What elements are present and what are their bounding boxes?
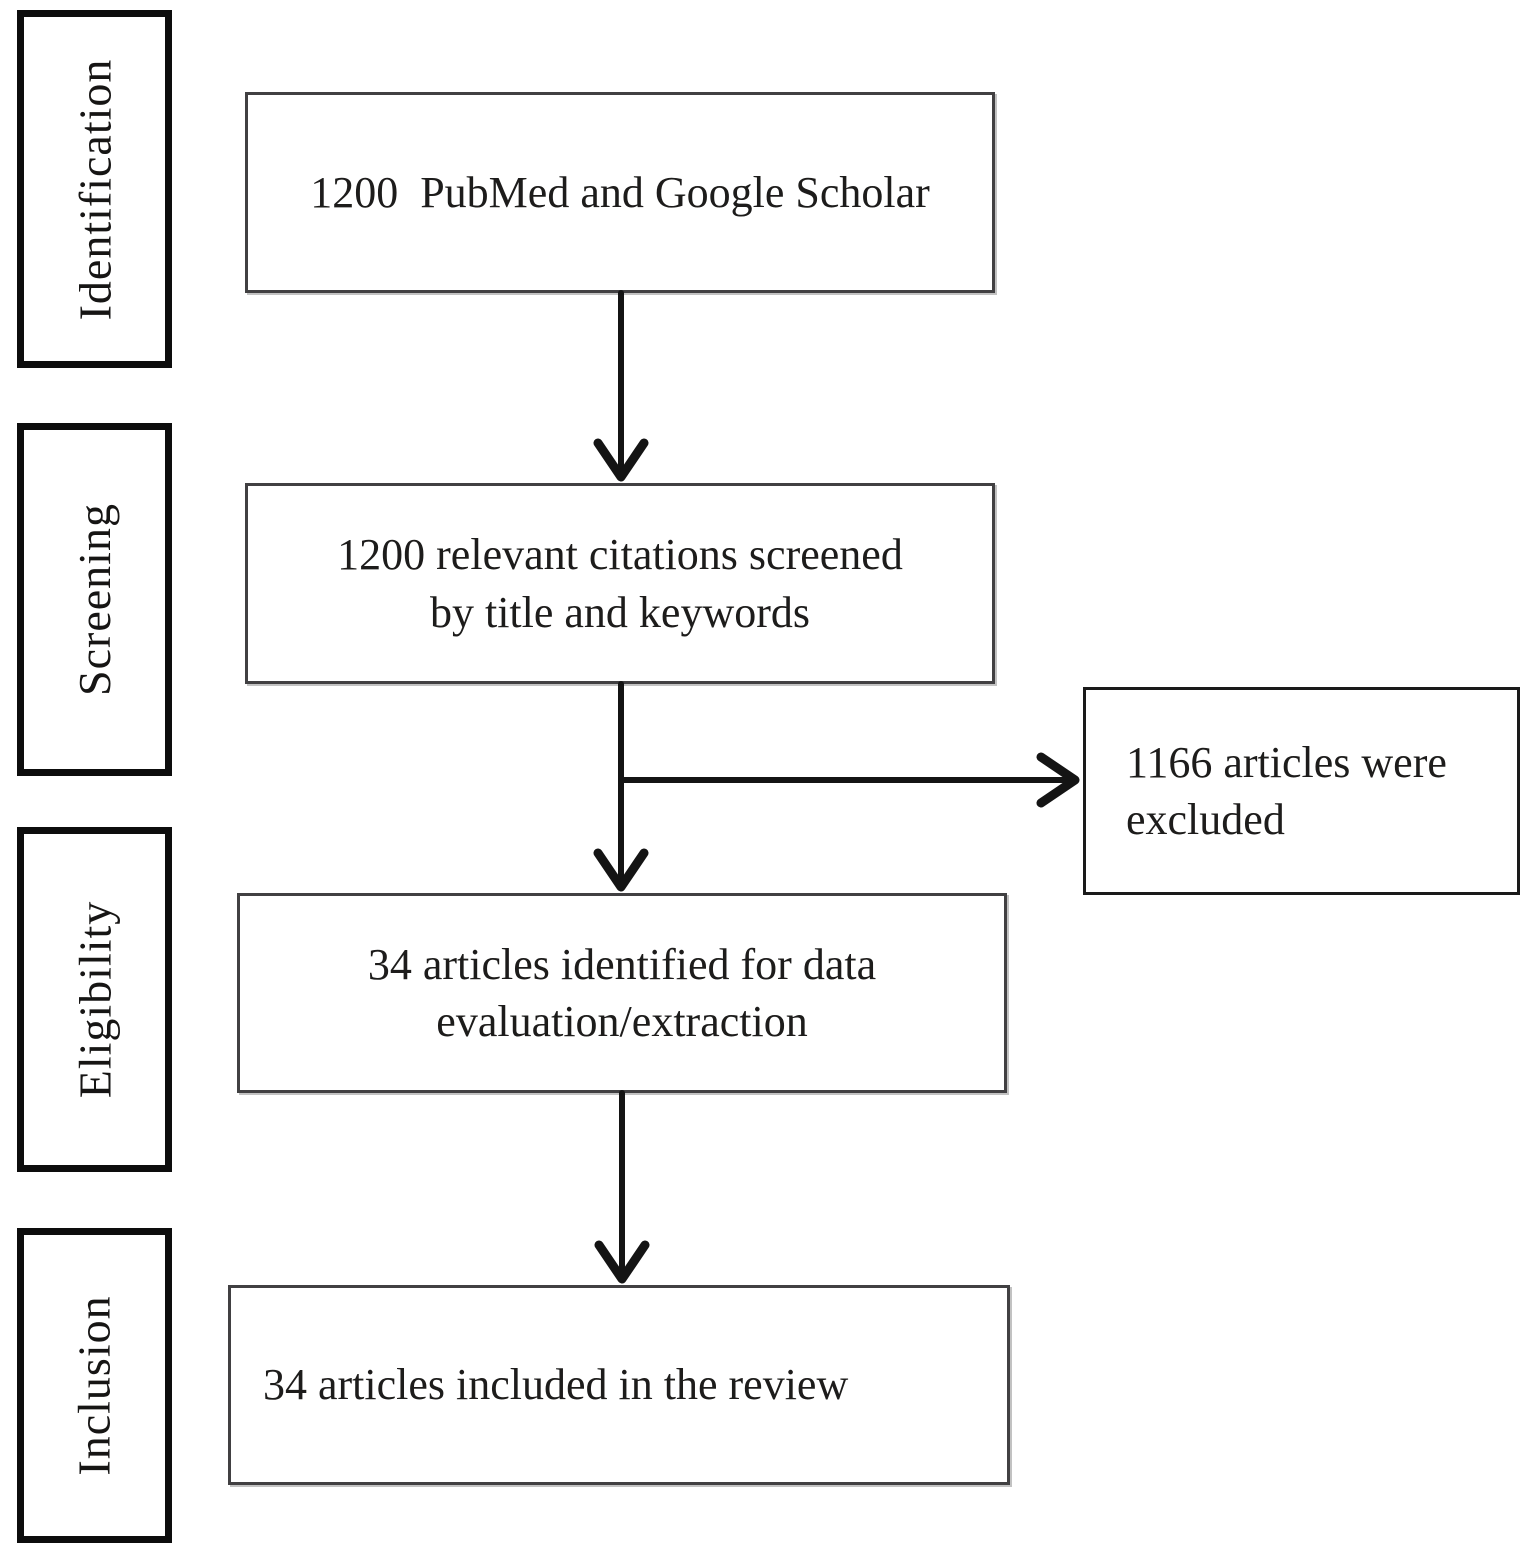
node-articles-eligible: 34 articles identified for data evaluati…: [237, 893, 1007, 1093]
node-records-identified: 1200 PubMed and Google Scholar: [245, 92, 995, 293]
node-records-screened: 1200 relevant citations screened by titl…: [245, 483, 995, 684]
arrow-identified-to-screened: [593, 290, 649, 482]
node-records-identified-text: 1200 PubMed and Google Scholar: [310, 167, 930, 217]
stage-box-screening: Screening: [17, 423, 172, 776]
stage-box-identification: Identification: [17, 10, 172, 368]
arrow-branch-to-excluded: [618, 752, 1080, 808]
stage-label-identification: Identification: [69, 58, 121, 320]
node-records-screened-text-line1: 1200 relevant citations screened: [337, 530, 903, 580]
node-articles-included-text: 34 articles included in the review: [263, 1360, 849, 1410]
stage-label-inclusion: Inclusion: [69, 1295, 121, 1476]
arrow-eligible-to-included: [594, 1090, 650, 1284]
stage-box-eligibility: Eligibility: [17, 827, 172, 1172]
arrow-screened-to-eligible: [593, 681, 649, 892]
node-records-screened-text-line2: by title and keywords: [429, 587, 811, 637]
node-articles-excluded-text-line2: excluded: [1126, 795, 1285, 844]
node-articles-excluded: 1166 articles were excluded: [1083, 687, 1520, 895]
node-articles-eligible-text-line2: evaluation/extraction: [436, 997, 808, 1046]
node-articles-excluded-text-line1: 1166 articles were: [1126, 737, 1447, 787]
node-articles-included: 34 articles included in the review: [228, 1285, 1010, 1485]
stage-label-eligibility: Eligibility: [69, 900, 120, 1099]
stage-label-screening: Screening: [69, 503, 120, 696]
node-articles-eligible-text-line1: 34 articles identified for data: [367, 939, 877, 989]
stage-box-inclusion: Inclusion: [17, 1228, 172, 1543]
